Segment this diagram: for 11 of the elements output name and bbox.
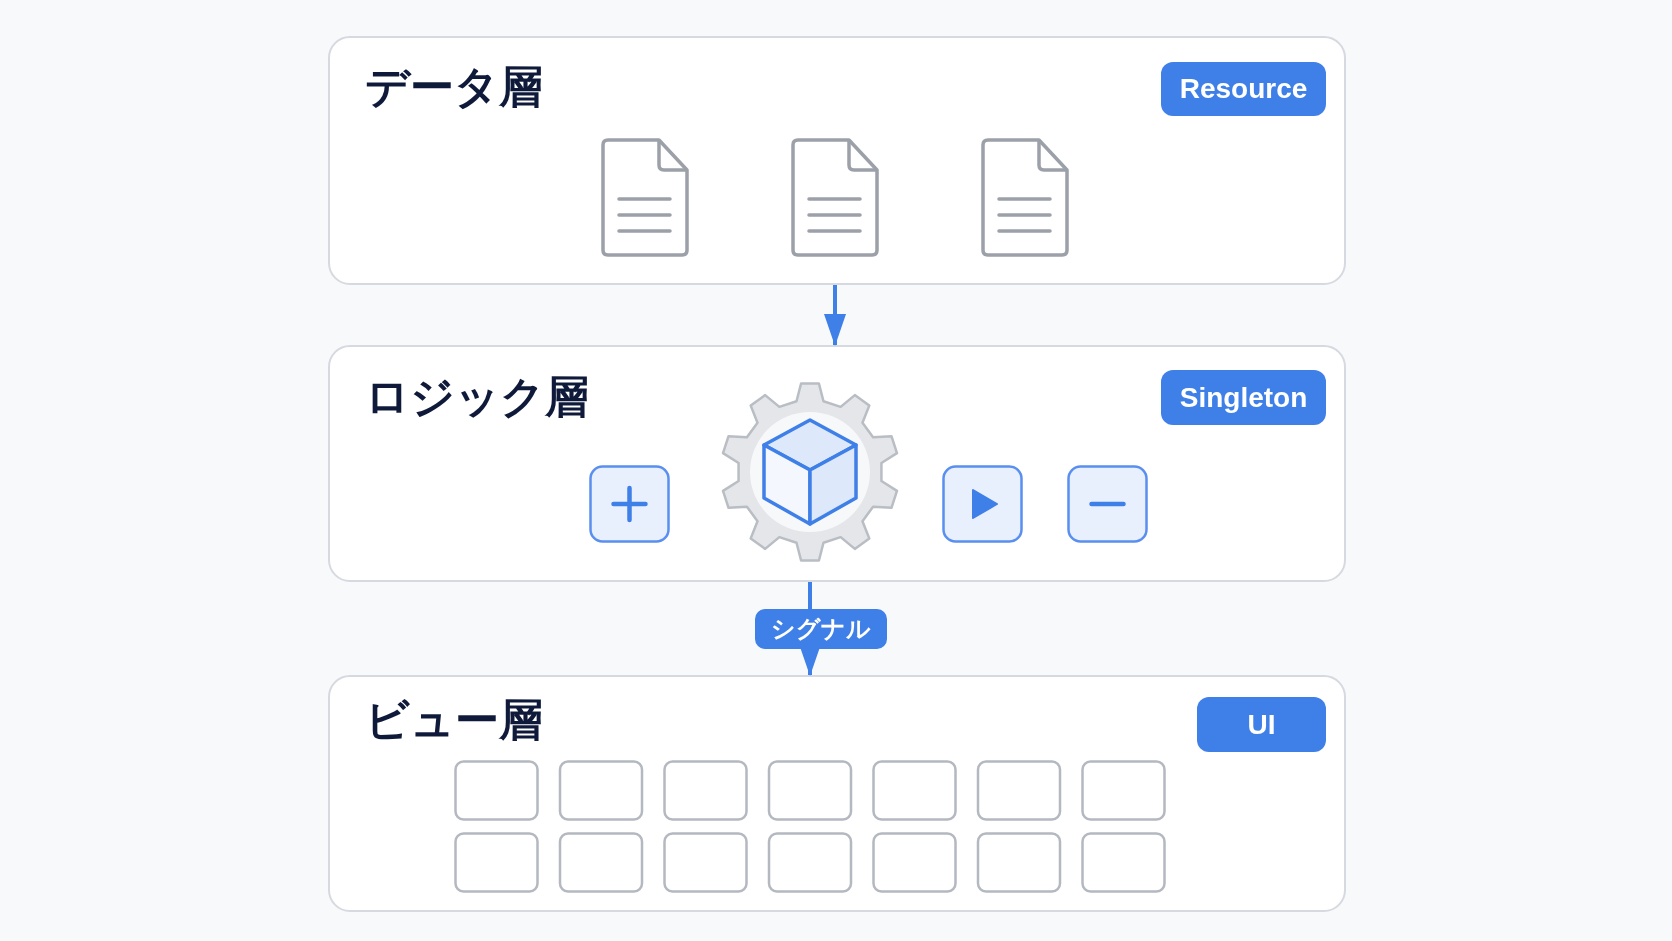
edge-label: シグナル — [755, 608, 887, 649]
layer-title: データ層 — [365, 65, 543, 109]
tag-badge: Singleton — [1161, 370, 1326, 425]
tag-badge: UI — [1197, 697, 1326, 752]
layer-title: ロジック層 — [365, 375, 589, 419]
arrow — [824, 285, 846, 346]
layer-panel — [328, 675, 1346, 912]
layer-panel — [328, 345, 1346, 582]
layer-panel — [328, 36, 1346, 285]
tag-badge: Resource — [1161, 62, 1326, 116]
layer-title: ビュー層 — [365, 698, 543, 742]
